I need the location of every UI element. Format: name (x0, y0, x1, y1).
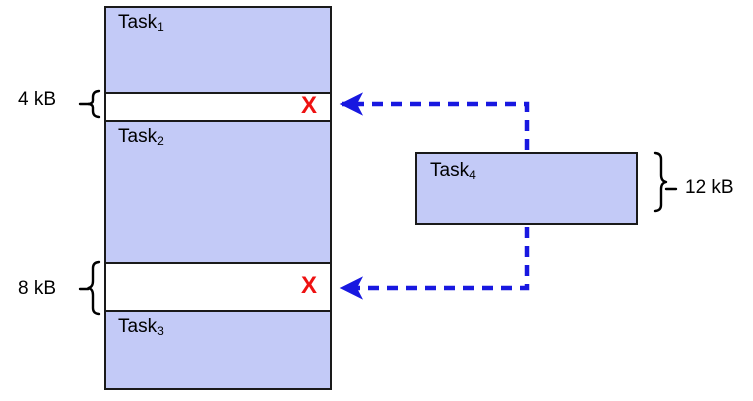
hole2-size-label: 8 kB (18, 278, 57, 299)
incoming-task-box: Task4 (415, 152, 638, 225)
brace-hole1 (78, 89, 101, 119)
incoming-task-label: Task4 (430, 160, 476, 182)
memory-hole-8kb: X (106, 264, 330, 310)
memory-block-task1: Task1 (106, 8, 330, 94)
memory-block-task1-label: Task1 (118, 12, 164, 34)
reject-mark-hole2: X (301, 272, 318, 299)
brace-hole2 (78, 260, 101, 316)
reject-mark-hole1: X (301, 92, 318, 119)
memory-column: Task1 X Task2 X Task3 (104, 6, 332, 390)
arrow-to-hole-4kb (339, 92, 530, 150)
memory-block-task3-label: Task3 (118, 316, 164, 338)
arrow-to-hole-8kb (339, 227, 530, 300)
memory-block-task2: Task2 (106, 120, 330, 264)
memory-hole-4kb: X (106, 94, 330, 120)
incoming-task-size-label: 12 kB (685, 177, 734, 198)
memory-block-task2-label: Task2 (118, 126, 164, 148)
memory-block-task3: Task3 (106, 310, 330, 388)
hole1-size-label: 4 kB (18, 89, 57, 110)
brace-incoming-task (653, 151, 678, 213)
